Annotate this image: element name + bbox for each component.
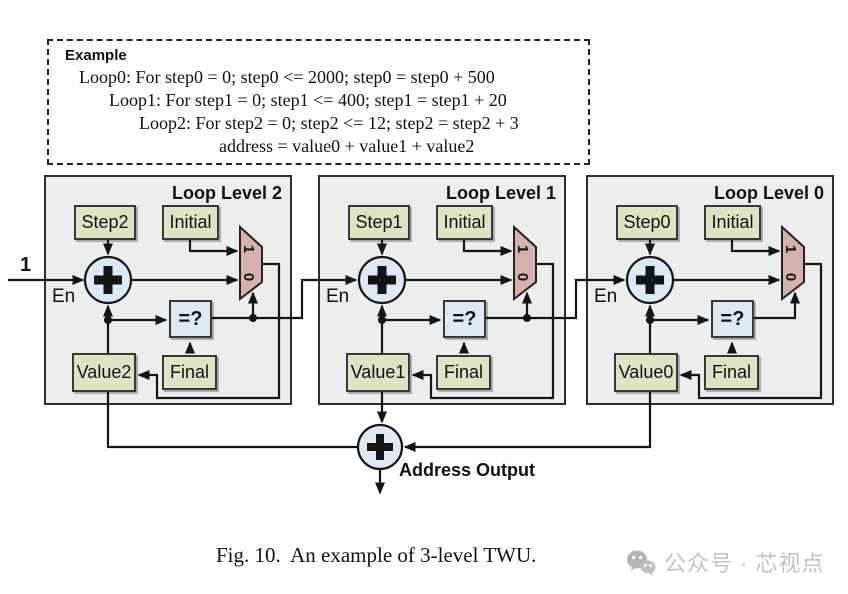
- initial-register-box: Initial: [704, 205, 761, 240]
- example-title: Example: [65, 47, 127, 64]
- block-title: Loop Level 0: [713, 183, 824, 203]
- comparator-box: =?: [443, 300, 486, 338]
- value1-register-box: Value1: [346, 353, 410, 392]
- mux-input-1-label: 1: [782, 244, 800, 254]
- final-register-box: Final: [704, 355, 759, 390]
- final-register-box: Final: [436, 355, 491, 390]
- loop2-code-line: Loop2: For step2 = 0; step2 <= 12; step2…: [139, 113, 519, 133]
- plus-icon: [367, 434, 393, 460]
- comparator-box: =?: [711, 300, 754, 338]
- enable-label: En: [326, 286, 350, 307]
- step1-register-box: Step1: [348, 205, 410, 240]
- block-title: Loop Level 1: [445, 183, 556, 203]
- example-code-box: Example Loop0: For step0 = 0; step0 <= 2…: [47, 39, 590, 165]
- enable-label: En: [594, 286, 618, 307]
- output-adder-icon: [356, 423, 404, 471]
- value2-register-box: Value2: [72, 353, 136, 392]
- address-code-line: address = value0 + value1 + value2: [219, 136, 475, 156]
- mux-input-1-label: 1: [240, 244, 258, 254]
- constant-one-input-label: 1: [20, 254, 32, 276]
- mux-input-1-label: 1: [514, 244, 532, 254]
- value0-register-box: Value0: [614, 353, 678, 392]
- watermark: 公众号 · 芯视点: [626, 546, 825, 578]
- loop1-code-line: Loop1: For step1 = 0; step1 <= 400; step…: [109, 90, 507, 110]
- address-output-label: Address Output: [399, 460, 536, 480]
- final-register-box: Final: [162, 355, 217, 390]
- comparator-box: =?: [169, 300, 212, 338]
- initial-register-box: Initial: [162, 205, 219, 240]
- enable-label: En: [52, 286, 76, 307]
- mux-input-0-label: 0: [240, 272, 258, 282]
- mux-input-0-label: 0: [782, 272, 800, 282]
- step0-register-box: Step0: [616, 205, 678, 240]
- loop0-code-line: Loop0: For step0 = 0; step0 <= 2000; ste…: [79, 67, 495, 87]
- figure-caption: Fig. 10. An example of 3-level TWU.: [216, 543, 537, 567]
- step2-register-box: Step2: [74, 205, 136, 240]
- watermark-text: 公众号 · 芯视点: [664, 551, 825, 576]
- initial-register-box: Initial: [436, 205, 493, 240]
- block-title: Loop Level 2: [171, 183, 282, 203]
- mux-input-0-label: 0: [514, 272, 532, 282]
- wechat-icon: [627, 550, 656, 575]
